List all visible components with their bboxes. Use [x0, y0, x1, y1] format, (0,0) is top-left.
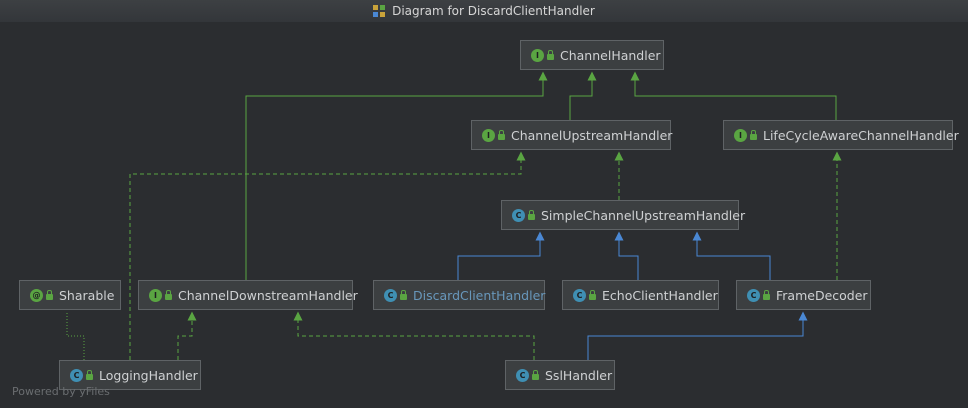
node-label: ChannelUpstreamHandler — [511, 127, 673, 143]
public-access-icon — [532, 369, 539, 380]
class-icon: C — [573, 288, 586, 302]
public-access-icon — [498, 129, 505, 140]
public-access-icon — [86, 369, 93, 380]
node-frame-decoder[interactable]: C FrameDecoder — [736, 280, 871, 310]
diagram-canvas[interactable] — [0, 22, 968, 408]
node-label: DiscardClientHandler — [413, 287, 546, 303]
edge-downstream-to-handler — [245, 71, 548, 280]
public-access-icon — [165, 289, 172, 300]
class-icon: C — [70, 368, 83, 382]
node-lifecycle-aware-channel-handler[interactable]: I LifeCycleAwareChannelHandler — [723, 120, 959, 150]
edge-logging-to-sharable — [66, 312, 85, 360]
node-label: Sharable — [59, 287, 115, 303]
node-label: EchoClientHandler — [602, 287, 718, 303]
interface-icon: I — [531, 48, 544, 62]
public-access-icon — [46, 289, 53, 300]
diagram-icon — [373, 4, 386, 18]
public-access-icon — [547, 49, 554, 60]
node-label: ChannelDownstreamHandler — [178, 287, 358, 303]
node-channel-handler[interactable]: I ChannelHandler — [520, 40, 664, 70]
node-sharable[interactable]: @ Sharable — [19, 280, 121, 310]
annotation-icon: @ — [30, 288, 43, 302]
class-icon: C — [384, 288, 397, 302]
node-label: SimpleChannelUpstreamHandler — [541, 207, 746, 223]
node-echo-client-handler[interactable]: C EchoClientHandler — [562, 280, 719, 310]
node-simple-channel-upstream-handler[interactable]: C SimpleChannelUpstreamHandler — [501, 200, 745, 230]
edge-logging-to-upstream — [129, 151, 526, 360]
node-channel-upstream-handler[interactable]: I ChannelUpstreamHandler — [471, 120, 673, 150]
node-channel-downstream-handler[interactable]: I ChannelDownstreamHandler — [138, 280, 358, 310]
node-logging-handler[interactable]: C LoggingHandler — [59, 360, 201, 390]
class-icon: C — [512, 208, 525, 222]
node-ssl-handler[interactable]: C SslHandler — [505, 360, 615, 390]
class-icon: C — [516, 368, 529, 382]
node-discard-client-handler[interactable]: C DiscardClientHandler — [373, 280, 545, 310]
edge-ssl-to-framedecoder — [587, 311, 808, 360]
public-access-icon — [400, 289, 407, 300]
node-label: SslHandler — [545, 367, 613, 383]
public-access-icon — [763, 289, 770, 300]
public-access-icon — [750, 129, 757, 140]
edge-lifecycle-to-handler — [630, 71, 837, 120]
class-icon: C — [747, 288, 760, 302]
edge-echo-to-simple — [614, 231, 639, 280]
node-label: ChannelHandler — [560, 47, 661, 63]
public-access-icon — [528, 209, 535, 220]
edge-logging-to-downstream — [177, 311, 197, 360]
yfiles-watermark: Powered by yFiles — [12, 385, 110, 398]
edge-discard-to-simple — [457, 231, 545, 280]
node-label: LifeCycleAwareChannelHandler — [763, 127, 959, 143]
interface-icon: I — [482, 128, 495, 142]
interface-icon: I — [734, 128, 747, 142]
edge-framedecoder-to-simple — [692, 231, 771, 280]
window-title: Diagram for DiscardClientHandler — [392, 4, 595, 18]
interface-icon: I — [149, 288, 162, 302]
node-label: FrameDecoder — [776, 287, 868, 303]
edge-upstream-to-handler — [569, 71, 597, 120]
public-access-icon — [589, 289, 596, 300]
edge-ssl-to-downstream — [293, 311, 535, 360]
node-label: LoggingHandler — [99, 367, 198, 383]
